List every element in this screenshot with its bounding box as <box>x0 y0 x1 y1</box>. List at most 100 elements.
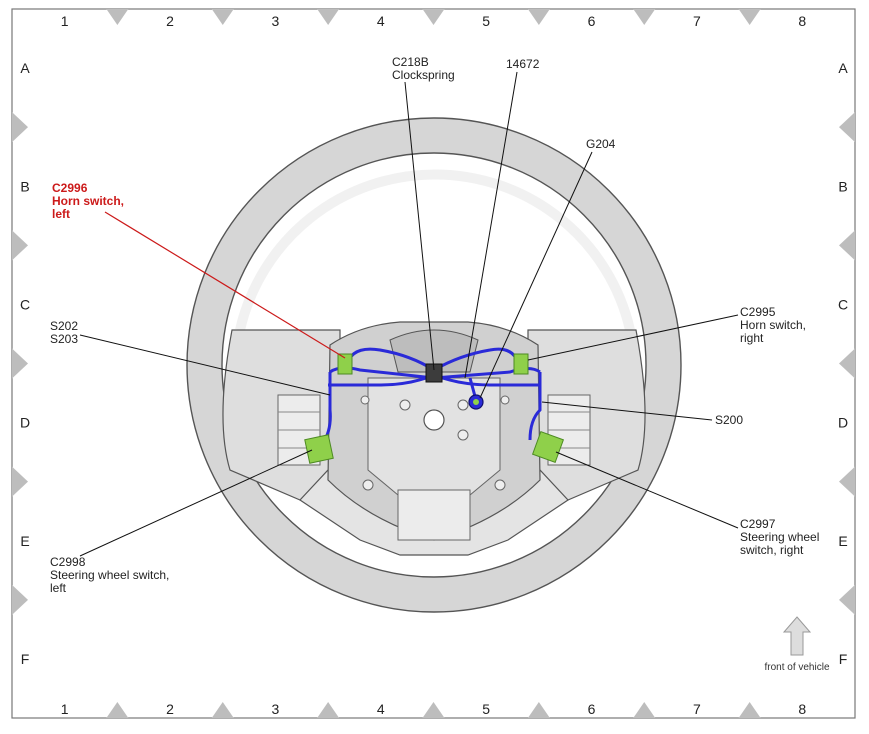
front-of-vehicle-label: front of vehicle <box>764 662 829 673</box>
hub-bolt-4 <box>362 479 374 491</box>
callout-c2995-line-3: right <box>740 331 764 345</box>
callout-c2997-line-1: C2997 <box>740 517 776 531</box>
grid-row-label-left: B <box>20 178 29 194</box>
callout-s200: S200 <box>715 413 743 427</box>
grid-markers <box>12 9 855 718</box>
grid-col-label-top: 5 <box>482 13 490 29</box>
grid-marker-top <box>633 9 656 25</box>
grid-col-label-top: 2 <box>166 13 174 29</box>
hub-bolt-1 <box>399 399 411 411</box>
callout-c218b-line-1: C218B <box>392 55 429 69</box>
grid-marker-top <box>317 9 340 25</box>
grid-marker-bottom <box>422 702 445 718</box>
hub-lower-bracket <box>397 489 471 541</box>
grid-col-label-bottom: 3 <box>272 701 280 717</box>
leader-c2997 <box>555 451 739 529</box>
grid-col-label-top: 3 <box>272 13 280 29</box>
grid-marker-left <box>12 584 28 615</box>
grid-marker-top <box>527 9 550 25</box>
callout-g204-line-1: G204 <box>586 137 616 151</box>
grid-marker-left <box>12 230 28 261</box>
grid-marker-top <box>738 9 761 25</box>
callout-c2998-line-3: left <box>50 581 67 595</box>
callout-c2998: C2998 Steering wheel switch, left <box>50 555 173 595</box>
grid-marker-right <box>839 112 855 143</box>
callout-c2996-line-1: C2996 <box>52 181 88 195</box>
grid-col-label-top: 1 <box>61 13 69 29</box>
connector-c2997 <box>531 430 565 464</box>
grid-col-label-bottom: 8 <box>798 701 806 717</box>
grid-row-label-left: A <box>20 60 30 76</box>
grid-col-label-bottom: 6 <box>588 701 596 717</box>
grid-col-label-top: 8 <box>798 13 806 29</box>
leader-c218b <box>404 81 435 371</box>
grid-row-label-right: D <box>838 415 848 431</box>
leader-c2996 <box>104 211 346 359</box>
grid-marker-left <box>12 348 28 379</box>
grid-marker-right <box>839 348 855 379</box>
callout-c2998-line-2: Steering wheel switch, <box>50 568 169 582</box>
grid-row-label-right: E <box>838 533 847 549</box>
callout-c2996-line-2: Horn switch, <box>52 194 124 208</box>
callout-14672-line-1: 14672 <box>506 57 540 71</box>
grid-row-label-right: C <box>838 296 848 312</box>
leader-lines <box>79 71 739 557</box>
grid-col-label-bottom: 1 <box>61 701 69 717</box>
grid-row-label-right: A <box>838 60 848 76</box>
grid-marker-bottom <box>106 702 129 718</box>
grid-marker-top <box>106 9 129 25</box>
leader-s202 <box>79 334 331 396</box>
callout-s202: S202 S203 <box>50 319 81 346</box>
leader-c2995 <box>527 314 739 361</box>
grid-marker-top <box>211 9 234 25</box>
clockspring-housing <box>389 329 479 373</box>
grid-marker-bottom <box>633 702 656 718</box>
callout-c2995-line-1: C2995 <box>740 305 776 319</box>
grid-col-label-top: 6 <box>588 13 596 29</box>
callout-14672: 14672 <box>506 57 540 71</box>
grid-row-label-left: C <box>20 296 30 312</box>
connector-c218b <box>425 363 443 383</box>
leader-14672 <box>464 71 518 379</box>
hub-bolt-3 <box>457 429 469 441</box>
grid-row-label-left: E <box>20 533 29 549</box>
front-arrow-icon <box>782 616 812 656</box>
callout-c218b: C218B Clockspring <box>392 55 455 82</box>
grid-marker-bottom <box>527 702 550 718</box>
callout-c2996-line-3: left <box>52 207 70 221</box>
grid-row-label-left: F <box>21 651 30 667</box>
connector-c2998 <box>304 434 334 464</box>
grid-col-label-bottom: 7 <box>693 701 701 717</box>
grid-row-label-right: F <box>839 651 848 667</box>
leader-c2998 <box>79 449 313 557</box>
callout-c2995-line-2: Horn switch, <box>740 318 806 332</box>
hub-center-bolt <box>423 409 445 431</box>
leader-g204 <box>479 151 593 399</box>
callout-c2997-line-2: Steering wheel <box>740 530 819 544</box>
grid-marker-left <box>12 466 28 497</box>
callout-g204: G204 <box>586 137 616 151</box>
hub-bolt-7 <box>500 395 510 405</box>
hub-bolt-2 <box>457 399 469 411</box>
grid-row-label-left: D <box>20 415 30 431</box>
grid-col-label-bottom: 4 <box>377 701 385 717</box>
callout-s202-line-2: S203 <box>50 332 78 346</box>
grid-row-label-right: B <box>838 178 847 194</box>
grid-marker-right <box>839 584 855 615</box>
grid-marker-right <box>839 466 855 497</box>
grid-col-label-top: 7 <box>693 13 701 29</box>
hub-bolt-6 <box>360 395 370 405</box>
hub-bolt-5 <box>494 479 506 491</box>
harness-right-drop <box>528 372 542 441</box>
grid-marker-left <box>12 112 28 143</box>
callout-c2997-line-3: switch, right <box>740 543 804 557</box>
callout-c218b-line-2: Clockspring <box>392 68 455 82</box>
front-of-vehicle-indicator: front of vehicle <box>764 616 830 673</box>
connector-c2995 <box>513 353 529 375</box>
grid-marker-top <box>422 9 445 25</box>
connectors <box>304 353 565 464</box>
callout-s202-line-1: S202 <box>50 319 78 333</box>
grid-col-label-bottom: 2 <box>166 701 174 717</box>
